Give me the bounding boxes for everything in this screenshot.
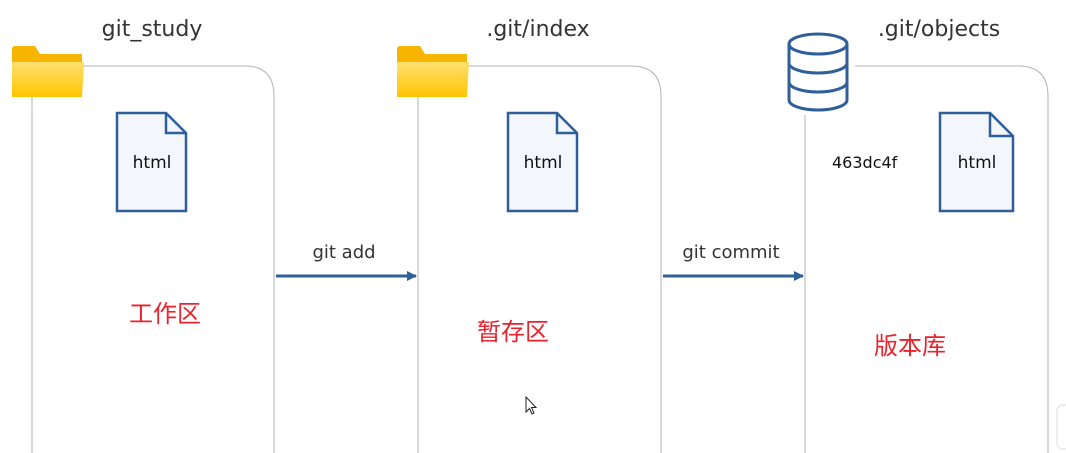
file-label: html: [958, 153, 997, 173]
folder-icon: [12, 46, 84, 97]
area-border: [417, 65, 662, 453]
arrow-label: git add: [312, 242, 375, 263]
arrow-git-commit: git commit: [663, 242, 804, 281]
file-icon: [938, 111, 1015, 213]
zone-label: 版本库: [874, 332, 946, 360]
area-title: .git/objects: [878, 17, 1000, 42]
file-icon: [115, 111, 188, 213]
area-title: git_study: [102, 17, 203, 42]
edge-control[interactable]: [1056, 404, 1066, 450]
area-title: .git/index: [486, 17, 589, 42]
database-icon: [787, 32, 849, 112]
area-border: [804, 65, 1049, 453]
file-label: html: [133, 153, 172, 173]
area-border: [31, 65, 275, 453]
file-label: html: [524, 153, 563, 173]
commit-hash: 463dc4f: [832, 153, 898, 172]
zone-label: 工作区: [129, 300, 201, 328]
folder-icon: [397, 46, 469, 97]
mouse-cursor-icon: [525, 395, 538, 415]
arrow-git-add: git add: [276, 242, 417, 281]
area-working-directory: git_study html 工作区: [12, 17, 275, 453]
arrow-label: git commit: [682, 242, 779, 263]
area-repository: .git/objects 463dc4f html 版本库: [787, 17, 1049, 453]
area-staging: .git/index html 暂存区: [397, 17, 662, 453]
file-icon: [506, 111, 579, 213]
zone-label: 暂存区: [477, 318, 549, 346]
